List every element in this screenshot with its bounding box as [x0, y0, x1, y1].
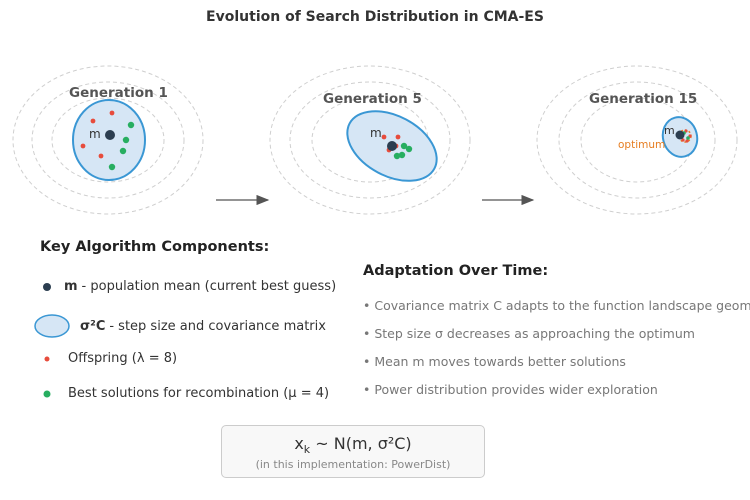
mean-label: m: [664, 124, 675, 137]
contour-ring: [51, 97, 165, 183]
population-mean-point: [387, 141, 397, 151]
adaptation-item: • Mean m moves towards better solutions: [363, 354, 626, 369]
best-solution-point: [400, 142, 408, 150]
legend-text: Offspring (λ = 8): [68, 351, 178, 366]
legend-item-best: Best solutions for recombination (μ = 4): [40, 386, 329, 401]
generation-15-label: Generation 15: [589, 91, 698, 107]
adaptation-item: • Power distribution provides wider expl…: [363, 382, 658, 397]
adaptation-item: • Step size σ decreases as approaching t…: [363, 326, 695, 341]
offspring-point: [80, 143, 86, 149]
population-mean-point: [675, 130, 685, 140]
sampling-formula-box: xk ~ N(m, σ²C) (in this implementation: …: [221, 425, 485, 478]
panel-generation-5: m: [269, 65, 471, 215]
panel-generation-15: m optimum: [536, 65, 738, 215]
formula-note: (in this implementation: PowerDist): [255, 458, 451, 472]
legend-item-mean: m - population mean (current best guess): [40, 279, 336, 294]
best-solution-point: [122, 136, 130, 144]
distribution-ellipse-icon: [34, 314, 70, 338]
best-solution-point: [405, 145, 413, 153]
offspring-point: [685, 139, 689, 143]
diagram-title: Evolution of Search Distribution in CMA-…: [206, 9, 544, 25]
best-solution-point: [119, 147, 127, 155]
optimum-label: optimum: [618, 139, 665, 151]
contour-ring: [31, 81, 185, 199]
offspring-point: [395, 134, 401, 140]
offspring-point: [681, 138, 685, 142]
population-mean-point: [105, 130, 115, 140]
contour-ring: [289, 81, 451, 199]
best-solution-point: [108, 163, 116, 171]
sampling-formula: xk ~ N(m, σ²C): [222, 434, 484, 456]
generation-5-label: Generation 5: [323, 91, 422, 107]
offspring-point: [90, 118, 96, 124]
best-dot-icon: [43, 390, 51, 397]
legend-item-distribution: σ²C - step size and covariance matrix: [33, 313, 326, 339]
contour-ring: [536, 65, 738, 215]
offspring-point: [109, 110, 115, 116]
offspring-dot-icon: [44, 356, 50, 361]
formula-subscript: k: [303, 443, 311, 457]
panel-generation-1: m: [12, 65, 204, 215]
best-solution-point: [398, 151, 406, 159]
best-solution-point: [127, 121, 135, 129]
mean-label: m: [370, 126, 382, 140]
offspring-point: [381, 134, 387, 140]
adaptation-item: • Covariance matrix C adapts to the func…: [363, 298, 750, 313]
legend-symbol: σ²C: [80, 318, 106, 334]
key-components-heading: Key Algorithm Components:: [40, 239, 270, 255]
mean-dot-icon: [43, 282, 51, 291]
legend-text: - population mean (current best guess): [81, 279, 337, 294]
legend-text: Best solutions for recombination (μ = 4): [68, 386, 330, 401]
legend-item-offspring: Offspring (λ = 8): [40, 351, 177, 366]
contour-ring: [558, 81, 716, 199]
mean-label: m: [89, 127, 101, 141]
contour-ring: [12, 65, 204, 215]
legend-text: - step size and covariance matrix: [109, 318, 326, 334]
formula-variable: x: [294, 434, 304, 453]
legend-symbol: m: [64, 279, 78, 294]
generation-1-label: Generation 1: [69, 85, 168, 101]
offspring-point: [98, 153, 104, 159]
best-solution-point: [686, 136, 690, 140]
best-solution-point: [393, 152, 401, 160]
adaptation-heading: Adaptation Over Time:: [363, 263, 549, 279]
formula-distribution: ~ N(m, σ²C): [310, 434, 412, 453]
contour-ring: [269, 65, 471, 215]
